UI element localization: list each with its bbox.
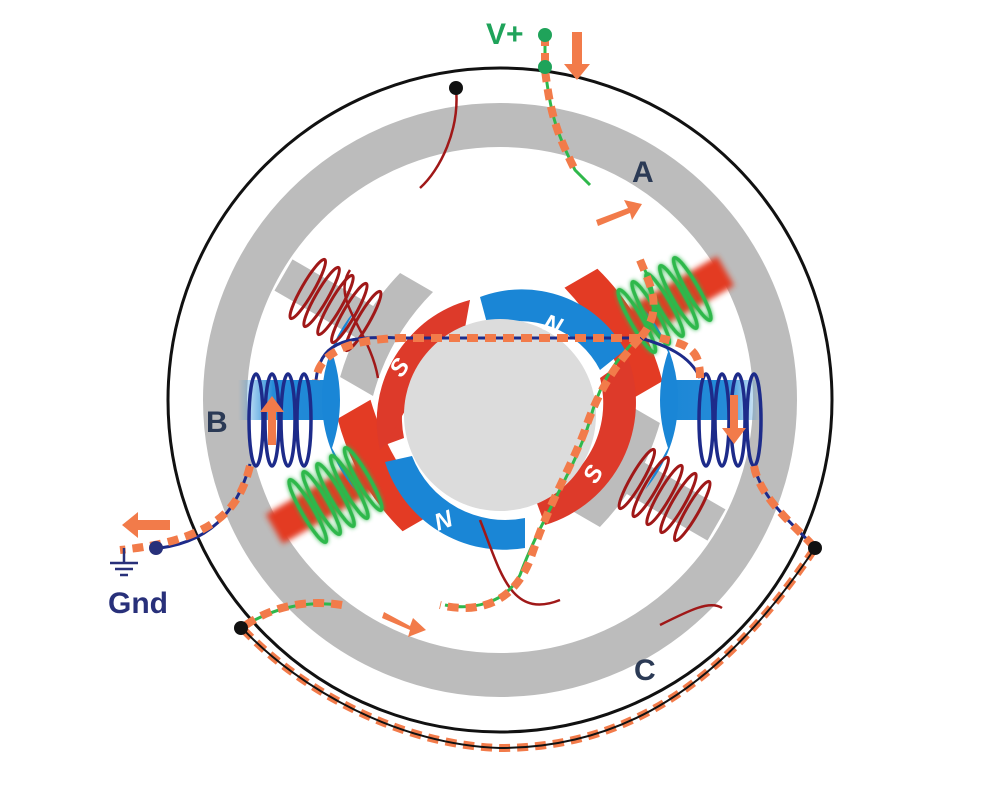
current-arrow-icon — [564, 32, 590, 80]
current-arrow-icon — [722, 395, 746, 444]
housing-outline — [166, 66, 834, 734]
phase-c-label: C — [634, 654, 656, 687]
phase-b-coil-left — [247, 372, 313, 468]
ground-symbol-icon — [110, 548, 138, 577]
current-arrow-icon — [260, 396, 284, 445]
phase-c-coil-lower — [617, 447, 712, 543]
phase-b-label: B — [206, 406, 228, 439]
current-arrow-icon — [596, 200, 642, 226]
rotor-pole-north-bottom — [385, 456, 525, 550]
current-arrow-icon — [382, 612, 426, 637]
return-path-dashes — [241, 547, 816, 750]
phase-c-wires — [343, 87, 723, 627]
current-arrow-icon — [122, 32, 746, 637]
rotor-pole-north-top — [480, 289, 625, 370]
phase-a-label: A — [632, 156, 654, 189]
phase-a-coil-lower — [287, 445, 384, 545]
terminal-dot-icon — [149, 28, 822, 635]
rotor-pole-south-right — [535, 358, 636, 525]
supply-label: V+ — [486, 18, 524, 51]
current-arrow-icon — [122, 512, 170, 538]
rotor-hub — [404, 319, 596, 511]
ground-label: Gnd — [108, 587, 168, 620]
